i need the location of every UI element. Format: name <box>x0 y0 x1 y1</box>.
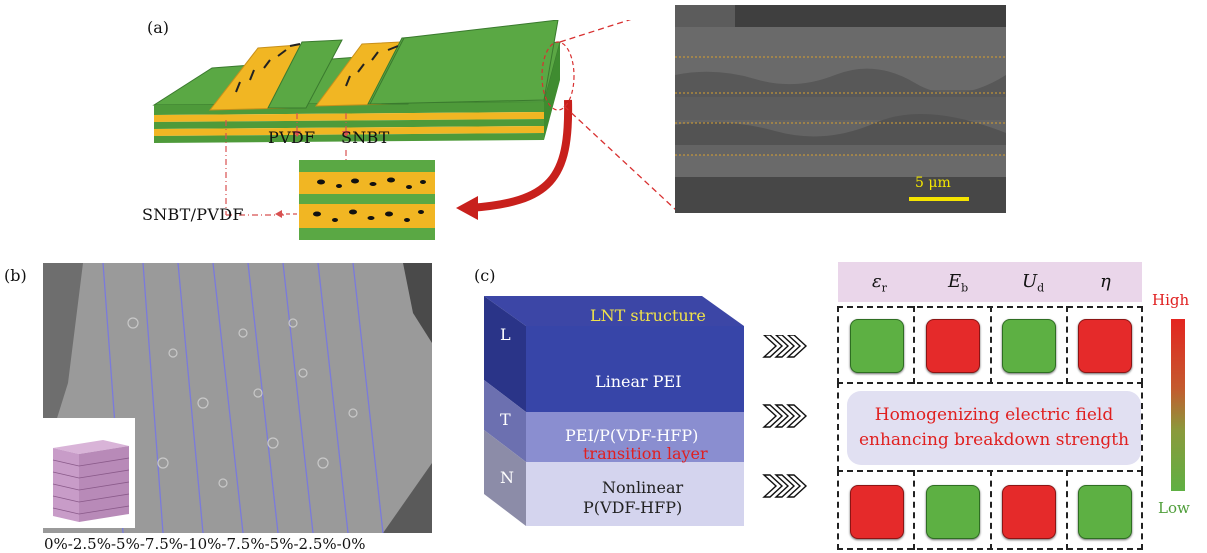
chevron-arrows <box>762 335 808 498</box>
square-top-er <box>850 319 904 373</box>
fiber-marks <box>235 43 399 93</box>
linear-pei-label: Linear PEI <box>595 372 682 391</box>
composite-arrow <box>275 210 299 218</box>
panel-b-label: (b) <box>4 266 27 285</box>
cross-section-schematic <box>299 160 435 240</box>
transition-name-label: PEI/P(VDF-HFP) <box>565 426 699 445</box>
property-header: εr Eb Ud η <box>838 262 1142 302</box>
scale-low-label: Low <box>1158 499 1190 517</box>
square-top-eta <box>1078 319 1132 373</box>
transition-layer-label: transition layer <box>583 444 708 463</box>
square-top-ud <box>1002 319 1056 373</box>
header-efficiency: η <box>1100 271 1111 292</box>
panel-c-label: (c) <box>474 266 496 285</box>
snbt-label: SNBT <box>341 128 390 147</box>
sem-cross-section-image: 5 μm <box>675 5 1006 213</box>
scale-bar <box>909 197 969 201</box>
square-top-eb <box>926 319 980 373</box>
multilayer-film-schematic <box>152 20 677 220</box>
homogenizing-note: Homogenizing electric field enhancing br… <box>847 391 1141 465</box>
scale-bar-label: 5 μm <box>915 175 951 191</box>
square-bottom-ud <box>1002 485 1056 539</box>
header-breakdown: Eb <box>948 271 969 295</box>
snbt-pvdf-label: SNBT/PVDF <box>142 205 244 224</box>
high-low-colorbar <box>1171 319 1185 491</box>
scale-high-label: High <box>1152 291 1190 309</box>
pvdf-label: PVDF <box>268 128 316 147</box>
layer-letter-t: T <box>500 410 511 429</box>
lnt-cube-diagram <box>484 296 744 526</box>
lnt-structure-label: LNT structure <box>590 306 706 325</box>
pvdf-hfp-label: P(VDF-HFP) <box>583 498 683 517</box>
square-bottom-eta <box>1078 485 1132 539</box>
nonlinear-label: Nonlinear <box>602 478 684 497</box>
square-bottom-eb <box>926 485 980 539</box>
header-permittivity: εr <box>872 271 887 295</box>
panel-a-label: (a) <box>147 18 170 37</box>
layer-letter-l: L <box>500 325 511 344</box>
header-energy-density: Ud <box>1022 271 1045 295</box>
sem-gradient-film-image <box>43 263 432 533</box>
concentration-sequence: 0%-2.5%-5%-7.5%-10%-7.5%-5%-2.5%-0% <box>44 535 366 553</box>
layer-letter-n: N <box>500 468 514 487</box>
gradient-stack-inset <box>43 418 135 528</box>
square-bottom-er <box>850 485 904 539</box>
